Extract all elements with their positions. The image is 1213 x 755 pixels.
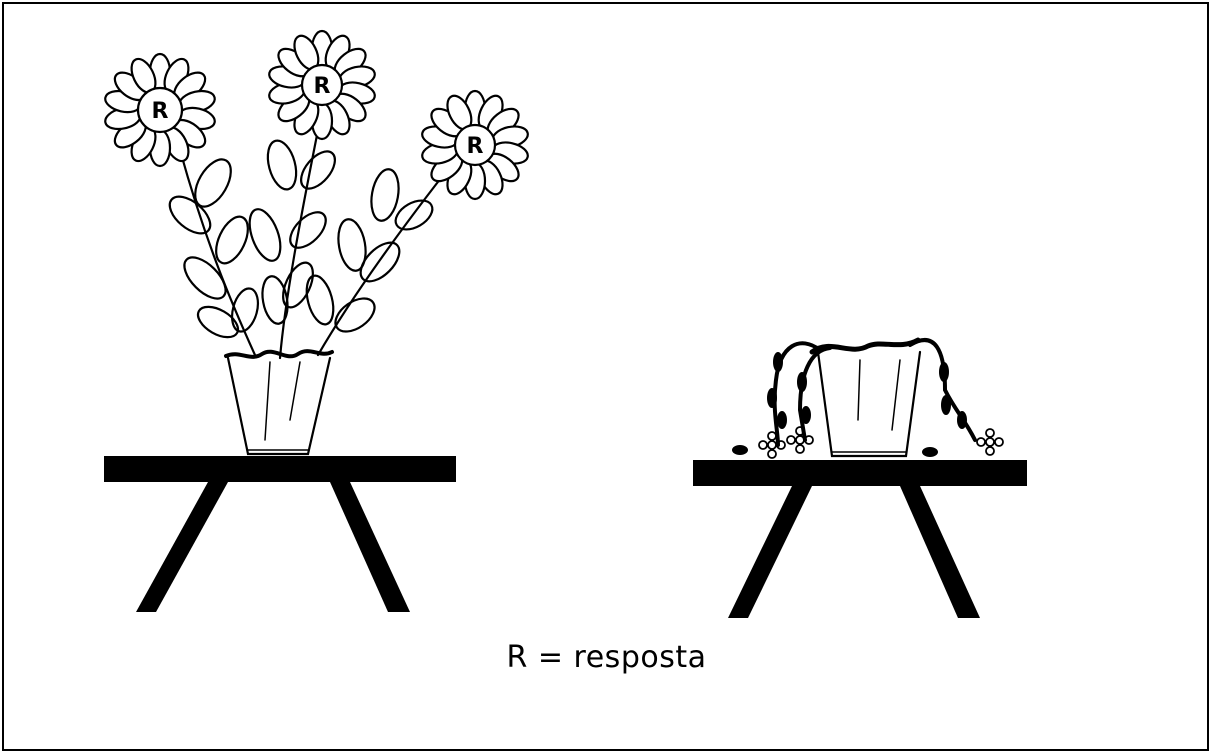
healthy-plant-group: R R R [103,31,530,454]
left-table [104,456,456,612]
wilted-vase [818,352,920,456]
flower-letter: R [314,74,331,99]
flower-head-middle: R [267,31,377,139]
flower-head-left: R [103,54,217,166]
stem-left [180,150,255,355]
wilted-plant-group [732,340,1003,458]
left-table-top [104,456,456,482]
vase-shine-line [858,360,860,420]
legend-caption: R = resposta [0,640,1213,675]
vase-shine-line [892,360,900,430]
healthy-vase-rim [226,351,332,357]
right-table [693,460,1027,618]
leaves-right [302,167,437,338]
left-table-leg-right [330,482,410,612]
vase-shine-line [290,362,300,420]
wilted-leaves [732,352,967,457]
stem-right [318,160,455,355]
left-table-leg-left [136,482,228,612]
flower-letter: R [467,134,484,159]
flower-letter: R [152,99,169,124]
wilted-stem-left-2 [800,348,830,440]
healthy-vase [228,358,330,454]
right-table-top [693,460,1027,486]
vase-shine-line [265,362,270,440]
fallen-flower-icons [759,427,1003,458]
right-table-leg-left [728,486,812,618]
right-table-leg-right [900,486,980,618]
leaves-left [163,153,262,343]
